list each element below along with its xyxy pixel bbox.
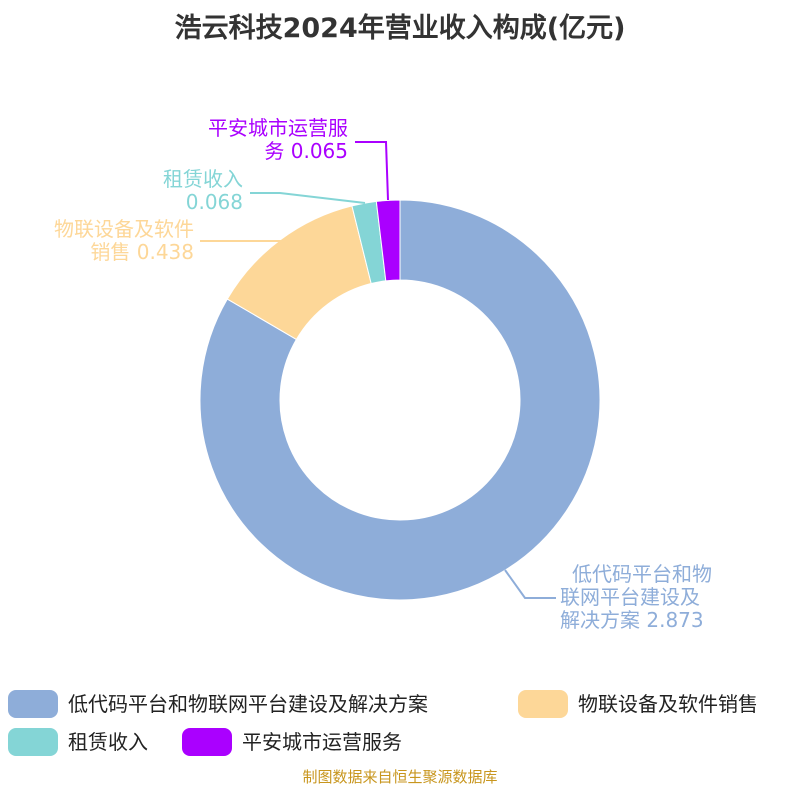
legend-item-3[interactable]: 平安城市运营服务	[182, 728, 402, 756]
legend-label: 租赁收入	[68, 730, 148, 754]
label-line: 解决方案 2.873	[560, 608, 704, 632]
legend-item-1[interactable]: 物联设备及软件销售	[518, 690, 758, 718]
label-line: 销售 0.438	[90, 240, 194, 264]
legend-label: 物联设备及软件销售	[578, 692, 758, 716]
legend-swatch	[8, 690, 58, 718]
legend-label: 平安城市运营服务	[242, 730, 402, 754]
label-line: 低代码平台和物	[572, 562, 712, 586]
legend-swatch	[182, 728, 232, 756]
legend-swatch	[8, 728, 58, 756]
label-line: 租赁收入	[163, 167, 243, 191]
label-line: 务 0.065	[264, 139, 348, 163]
label-line: 联网平台建设及	[560, 585, 700, 609]
legend-label: 低代码平台和物联网平台建设及解决方案	[68, 692, 428, 716]
data-label-0: 低代码平台和物 联网平台建设及 解决方案 2.873	[560, 563, 742, 632]
leader-line-0	[504, 569, 556, 599]
label-line: 0.068	[185, 190, 243, 214]
data-label-2: 租赁收入 0.068	[100, 168, 243, 214]
leader-line-1	[200, 240, 301, 246]
label-line: 物联设备及软件	[54, 217, 194, 241]
label-line: 平安城市运营服	[208, 116, 348, 140]
legend-item-0[interactable]: 低代码平台和物联网平台建设及解决方案	[8, 690, 428, 718]
data-label-3: 平安城市运营服 务 0.065	[150, 117, 348, 163]
donut-slice-3[interactable]	[375, 199, 401, 282]
donut-slice-0[interactable]	[199, 199, 601, 601]
leader-line-2	[250, 192, 366, 204]
footer-source: 制图数据来自恒生聚源数据库	[302, 768, 498, 786]
legend-item-2[interactable]: 租赁收入	[8, 728, 148, 756]
chart-title: 浩云科技2024年营业收入构成(亿元)	[174, 13, 626, 44]
leader-line-3	[355, 141, 389, 201]
legend-swatch	[518, 690, 568, 718]
data-label-1: 物联设备及软件 销售 0.438	[0, 218, 194, 264]
